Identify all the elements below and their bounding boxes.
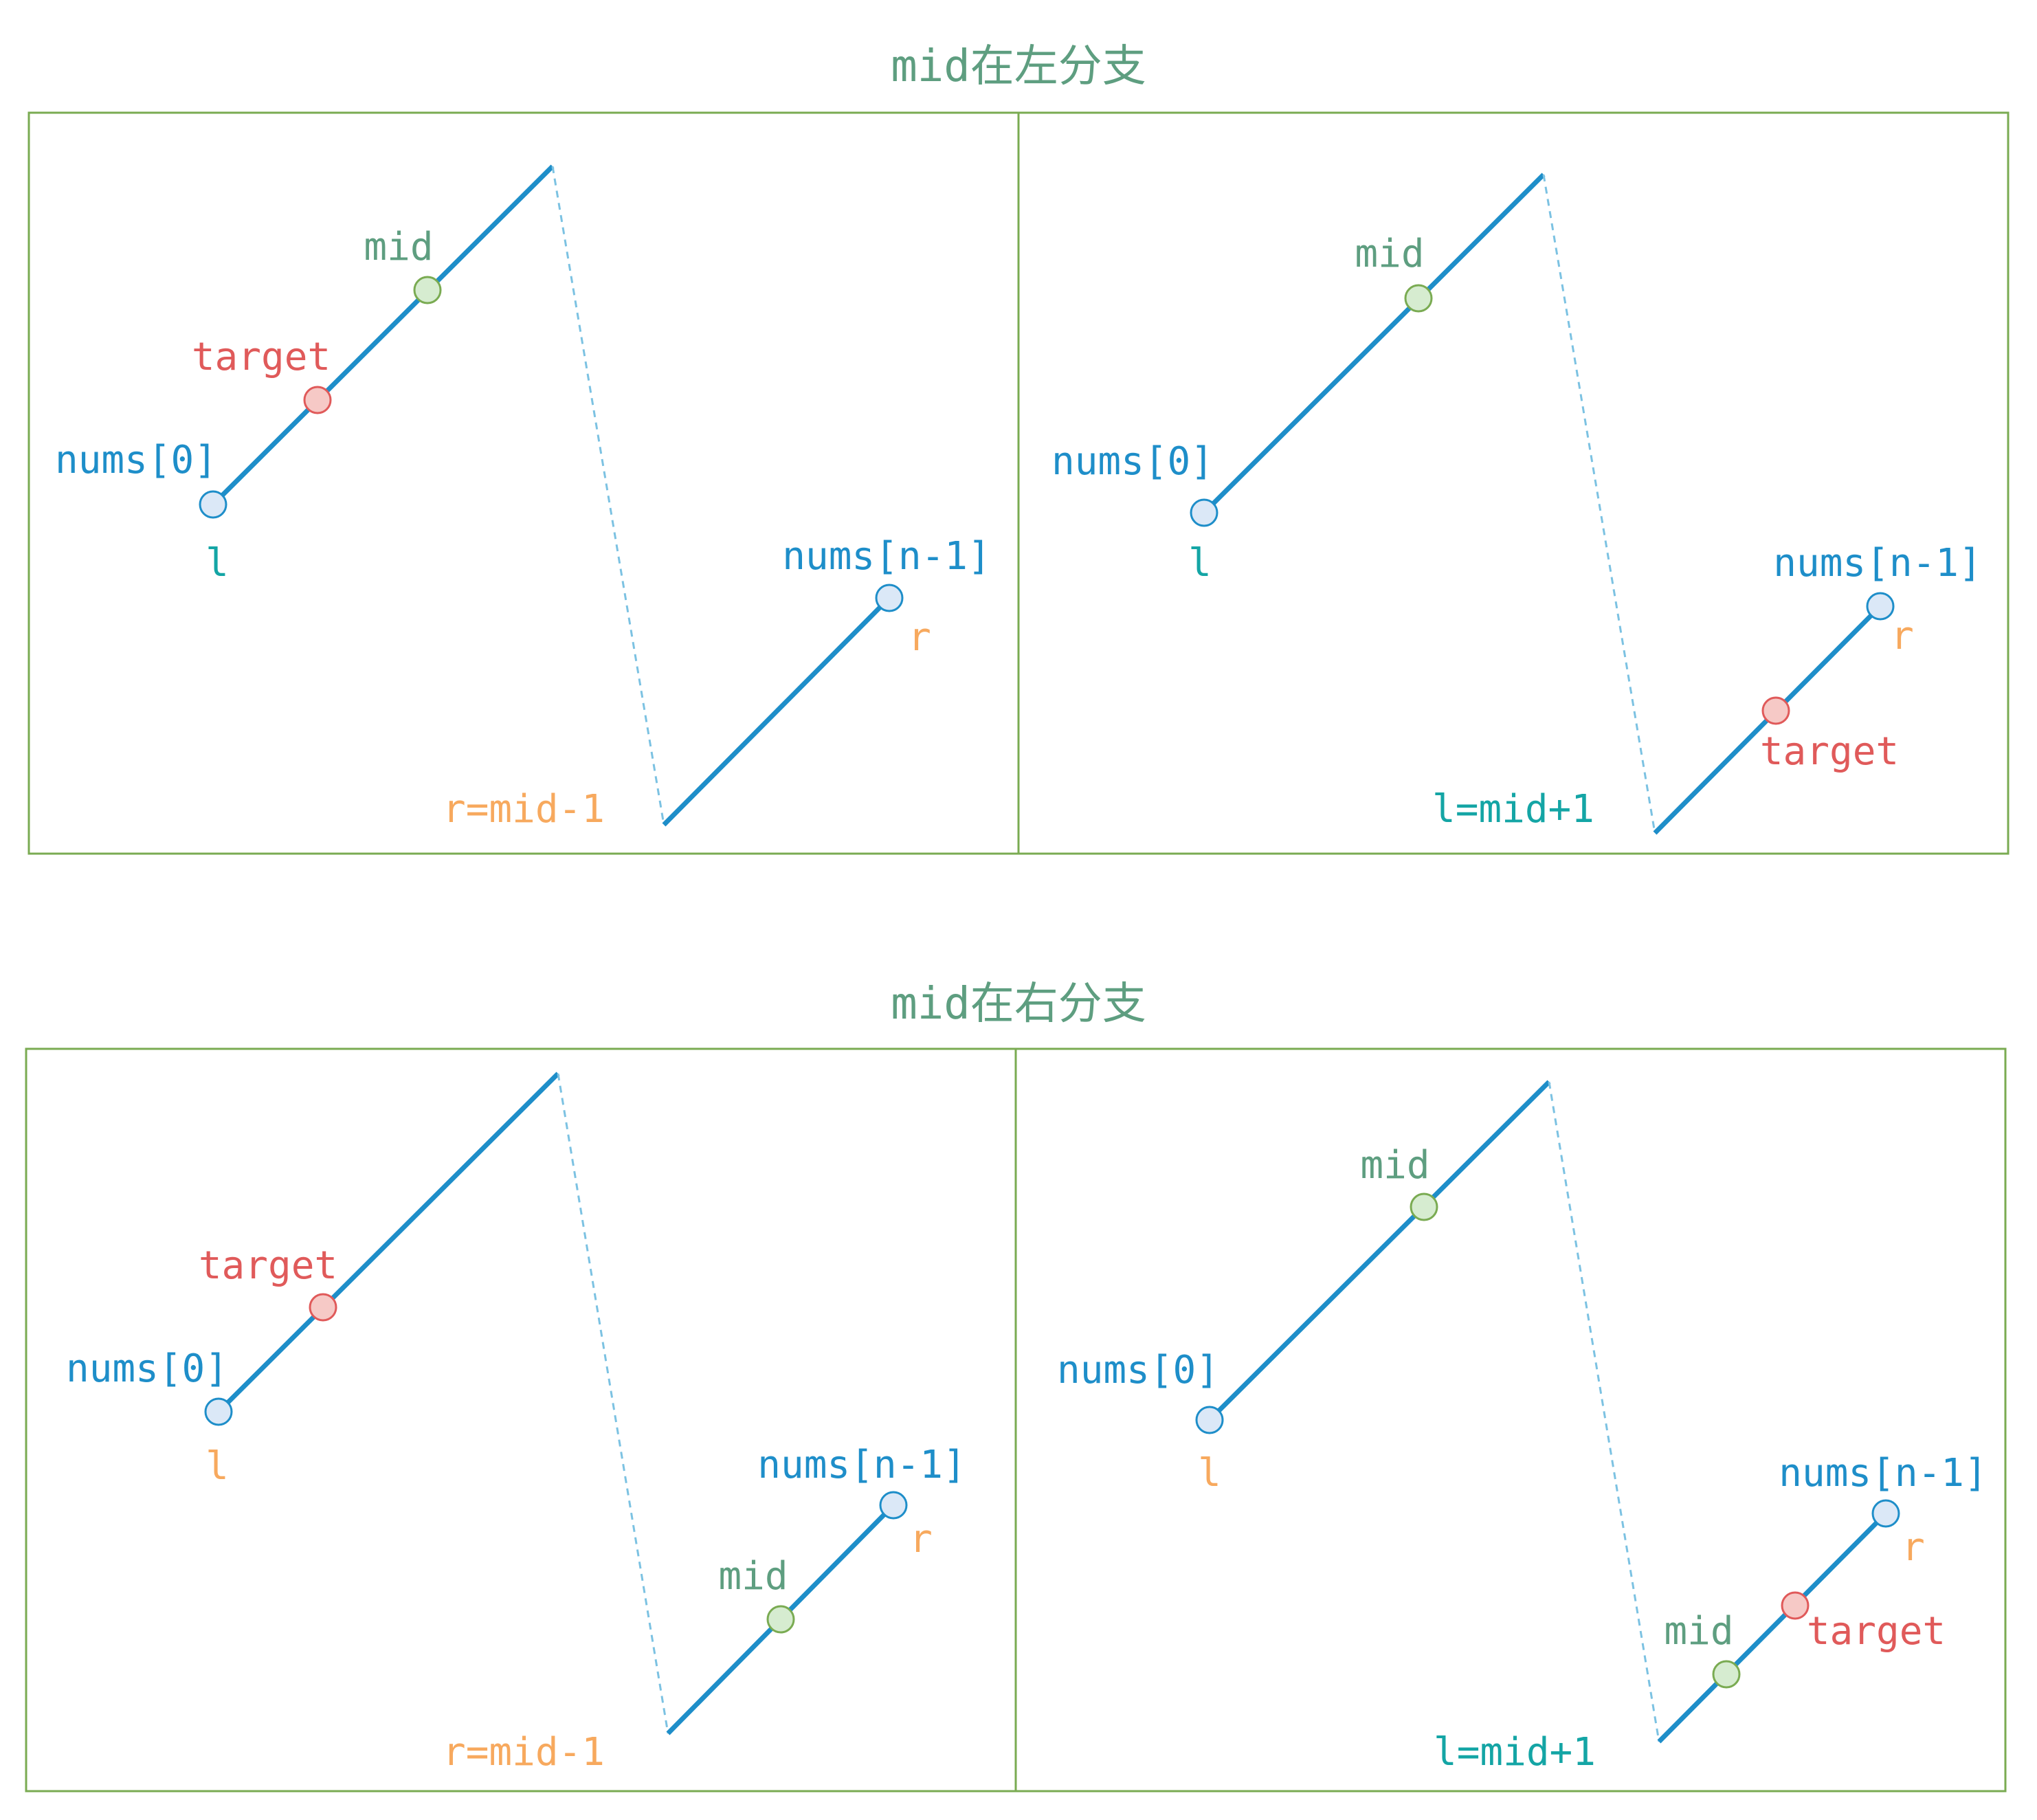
end-node	[875, 584, 904, 612]
start-node	[1190, 498, 1218, 527]
upper-branch-line	[216, 1072, 560, 1414]
end-node	[879, 1491, 908, 1520]
section-title-right-branch: mid在右分支	[891, 979, 1146, 1030]
start-node	[204, 1397, 233, 1426]
drop-dashed-line	[551, 166, 665, 825]
end-node	[1866, 592, 1895, 621]
panel-mid-right-target-right: nums[0] l mid mid target nums[n-1] r l=m…	[1057, 1080, 1988, 1775]
target-node	[1761, 696, 1790, 725]
mid-label: mid	[364, 225, 433, 269]
start-label: nums[0]	[55, 438, 217, 482]
update-rule-label: r=mid-1	[443, 787, 605, 832]
r-pointer-label: r	[1891, 614, 1914, 658]
start-label: nums[0]	[66, 1346, 228, 1391]
mid-node	[413, 276, 442, 304]
start-label: nums[0]	[1051, 439, 1214, 484]
l-pointer-label: l	[205, 1444, 229, 1489]
l-pointer-label: l	[205, 541, 229, 586]
target-label: target	[199, 1243, 337, 1288]
start-node	[1195, 1406, 1224, 1434]
target-node	[309, 1293, 337, 1322]
mid-label: mid	[1355, 232, 1424, 276]
r-pointer-label: r	[908, 615, 931, 660]
drop-dashed-line	[557, 1073, 669, 1734]
mid-node	[766, 1605, 795, 1634]
end-label: nums[n-1]	[1773, 541, 1981, 586]
r-pointer-label: r	[909, 1517, 933, 1562]
upper-branch-line	[211, 164, 555, 507]
mid-label: mid	[1360, 1143, 1429, 1188]
l-pointer-label: l	[1198, 1451, 1221, 1496]
panel-mid-right-target-left: nums[0] l mid target nums[n-1] r r=mid-1	[66, 1072, 966, 1775]
mid-label-lower: mid	[1664, 1609, 1733, 1654]
drop-dashed-line	[1548, 1081, 1660, 1742]
mid-node-lower	[1712, 1660, 1741, 1689]
mid-node	[1404, 284, 1433, 313]
l-pointer-label: l	[1188, 541, 1212, 586]
end-label: nums[n-1]	[757, 1443, 966, 1487]
target-node	[1781, 1591, 1810, 1620]
upper-branch-line	[1202, 173, 1546, 515]
panel-mid-left-target-right: nums[0] l mid target nums[n-1] r l=mid+1	[1051, 173, 1982, 835]
start-node	[199, 490, 227, 519]
end-node	[1871, 1499, 1900, 1528]
target-label: target	[192, 335, 331, 379]
r-pointer-label: r	[1902, 1525, 1925, 1570]
target-label: target	[1760, 729, 1899, 774]
mid-node	[1410, 1192, 1438, 1221]
drop-dashed-line	[1542, 174, 1656, 834]
target-label: target	[1807, 1609, 1946, 1654]
lower-branch-line	[662, 596, 891, 827]
start-label: nums[0]	[1057, 1348, 1219, 1392]
lower-branch-line	[1657, 1511, 1888, 1744]
target-node	[303, 386, 332, 414]
update-rule-label: l=mid+1	[1432, 787, 1594, 832]
section-title-left-branch: mid在左分支	[891, 41, 1146, 92]
upper-branch-line	[1207, 1080, 1551, 1422]
update-rule-label: r=mid-1	[443, 1730, 605, 1775]
mid-label: mid	[718, 1554, 788, 1599]
end-label: nums[n-1]	[1779, 1451, 1987, 1496]
end-label: nums[n-1]	[782, 534, 990, 579]
update-rule-label: l=mid+1	[1434, 1730, 1596, 1775]
panel-mid-left-target-left: nums[0] l mid target nums[n-1] r r=mid-1	[55, 164, 991, 832]
